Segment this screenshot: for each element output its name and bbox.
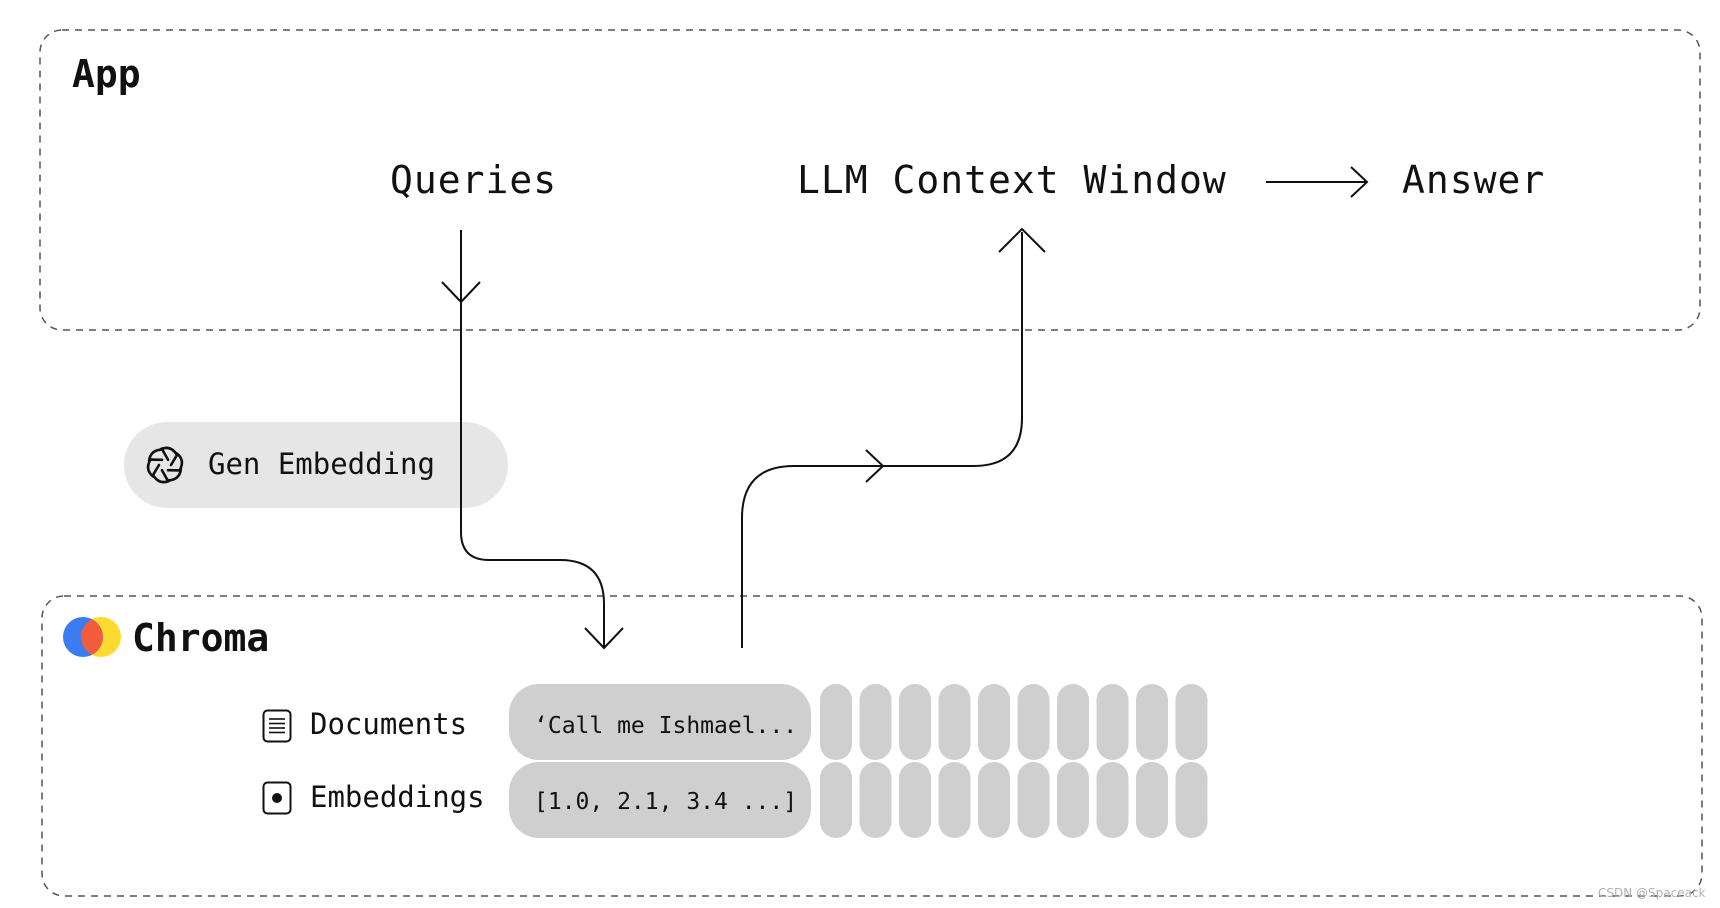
empty-document-cell — [899, 684, 931, 760]
document-icon — [262, 709, 292, 743]
empty-document-cell — [859, 684, 892, 760]
empty-embedding-cell — [1057, 762, 1089, 838]
empty-document-cell — [1136, 684, 1168, 760]
answer-arrowhead — [1350, 166, 1369, 198]
embedding-sample-text: [1.0, 2.1, 3.4 ...] — [534, 789, 798, 815]
empty-embedding-cell — [1175, 762, 1208, 838]
empty-document-cell — [1175, 684, 1208, 760]
document-sample-cell — [509, 684, 811, 760]
app-section-title: App — [72, 52, 141, 96]
embedding-sample-cell — [509, 762, 811, 838]
empty-embedding-cell — [859, 762, 892, 838]
empty-document-cell — [1057, 684, 1089, 760]
empty-document-cell — [820, 684, 852, 760]
answer-node: Answer — [1402, 158, 1546, 202]
result-arrowhead-middle — [865, 449, 885, 483]
app-frame — [39, 29, 1701, 331]
gen-embedding-pill-bg — [124, 422, 508, 508]
chroma-frame — [41, 595, 1703, 897]
empty-embedding-cell — [1136, 762, 1168, 838]
empty-embedding-cell — [820, 762, 852, 838]
query-arrowhead-upper — [441, 281, 481, 304]
empty-document-cell — [1017, 684, 1050, 760]
gen-embedding-label: Gen Embedding — [208, 447, 435, 481]
result-arrowhead-top — [998, 227, 1046, 253]
empty-document-cell — [978, 684, 1010, 760]
llm-context-window-node: LLM Context Window — [797, 158, 1227, 202]
empty-embedding-cell — [1017, 762, 1050, 838]
chroma-logo-icon — [62, 616, 122, 658]
queries-node: Queries — [390, 158, 558, 202]
empty-embedding-cell — [1096, 762, 1129, 838]
empty-document-cell — [938, 684, 971, 760]
watermark: CSDN @Spaceack — [1598, 886, 1706, 900]
empty-embedding-cell — [899, 762, 931, 838]
embedding-icon — [262, 781, 292, 815]
chroma-section-title: Chroma — [132, 616, 270, 660]
query-path-line — [460, 230, 605, 647]
empty-record-columns — [820, 684, 1208, 838]
empty-embedding-cell — [978, 762, 1010, 838]
documents-label: Documents — [310, 707, 468, 741]
empty-embedding-cell — [938, 762, 971, 838]
query-arrowhead-lower — [584, 627, 624, 650]
result-path-line — [741, 232, 1023, 648]
embeddings-label: Embeddings — [310, 780, 485, 814]
document-sample-text: ‘Call me Ishmael... — [534, 713, 798, 739]
openai-logo-icon — [143, 443, 187, 487]
empty-document-cell — [1096, 684, 1129, 760]
